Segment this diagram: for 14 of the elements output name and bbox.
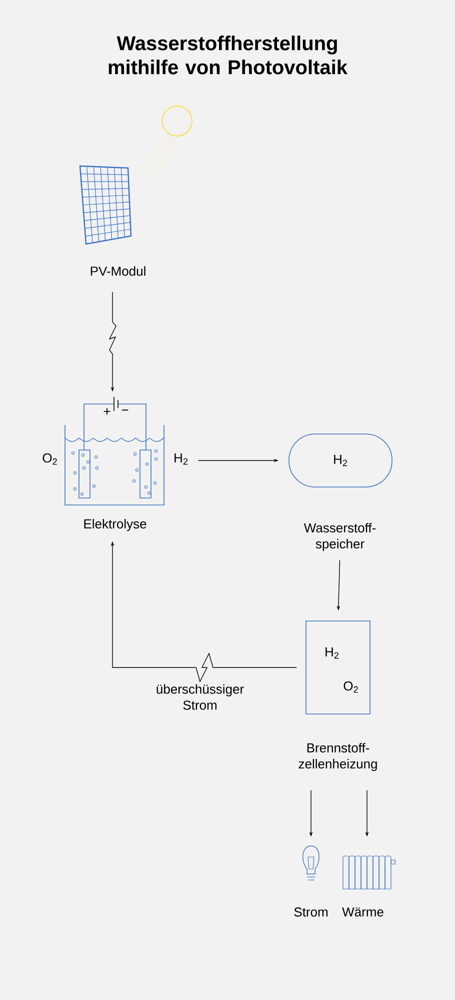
node-label: PV-Modul (90, 266, 146, 276)
node-label: Brennstoff- zellenheizung (298, 742, 377, 772)
title: Wasserstoffherstellung mithilfe von Photovoltaik (108, 36, 348, 74)
node-label: Elektrolyse (84, 518, 146, 532)
storage-tank: H$_{2}$ (288, 434, 392, 488)
node-label: Wärme (342, 907, 384, 917)
polarity-sign: + (104, 408, 110, 415)
fuel-cell-box: H$_{2}$ O$_{2}$ (306, 620, 370, 714)
node-label: Wasserstoff- speicher (304, 522, 376, 552)
node-label: Strom (294, 907, 328, 917)
edge-label: überschüssiger Strom (156, 684, 244, 710)
polarity-sign: − (122, 410, 128, 411)
node-label: H$_{2}$ (174, 453, 188, 465)
node-label: O$_{2}$ (42, 453, 57, 465)
